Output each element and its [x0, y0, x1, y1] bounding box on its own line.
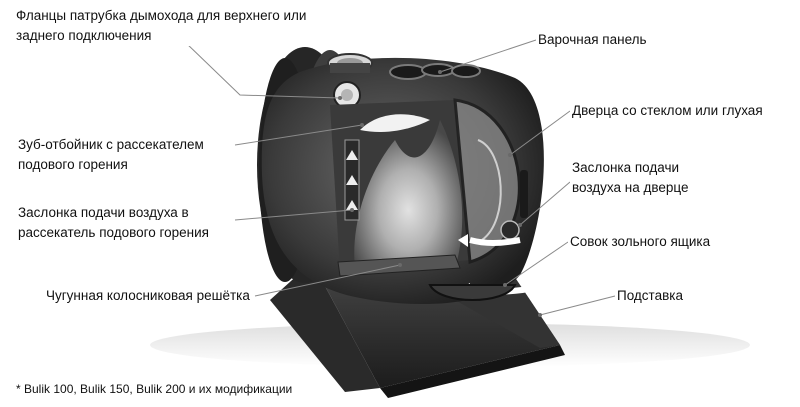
- deflector-flame: [360, 114, 430, 132]
- flue-flange: [327, 53, 373, 73]
- label-door: Дверца со стеклом или глухая: [570, 101, 765, 121]
- label-deflector-line1: Зуб-отбойник с рассекателем: [18, 137, 204, 152]
- label-flanges: Фланцы патрубка дымохода для верхнего ил…: [14, 6, 309, 46]
- air-channel: [344, 139, 360, 221]
- label-cooking-panel: Варочная панель: [536, 30, 649, 50]
- label-stand: Подставка: [615, 286, 685, 306]
- label-door-damper-line1: Заслонка подачи: [572, 160, 680, 175]
- label-door-damper: Заслонка подачи воздуха на дверце: [570, 158, 691, 198]
- label-door-damper-line2: воздуха на дверце: [572, 180, 689, 195]
- door-damper-shape: [500, 220, 520, 240]
- fire: [354, 120, 463, 270]
- ash-scoop-shape: [428, 284, 517, 301]
- label-deflector-line2: подового горения: [18, 157, 128, 172]
- label-spreader-damper: Заслонка подачи воздуха в рассекатель по…: [16, 203, 211, 243]
- leader-dots: [338, 70, 542, 317]
- rear-flange: [333, 81, 361, 109]
- label-ash-scoop: Совок зольного ящика: [568, 232, 713, 252]
- label-grate: Чугунная колосниковая решётка: [44, 286, 252, 306]
- leader-lines: [184, 39, 616, 316]
- label-spreader-damper-line2: рассекатель подового горения: [18, 225, 209, 240]
- label-flanges-line2: заднего подключения: [16, 28, 152, 43]
- footnote: * Bulik 100, Bulik 150, Bulik 200 и их м…: [16, 382, 293, 396]
- door-shape: [453, 98, 528, 264]
- label-deflector: Зуб-отбойник с рассекателем подового гор…: [16, 135, 206, 175]
- label-flanges-line1: Фланцы патрубка дымохода для верхнего ил…: [16, 8, 307, 23]
- label-spreader-damper-line1: Заслонка подачи воздуха в: [18, 205, 189, 220]
- cooking-panel-holes: [389, 63, 481, 80]
